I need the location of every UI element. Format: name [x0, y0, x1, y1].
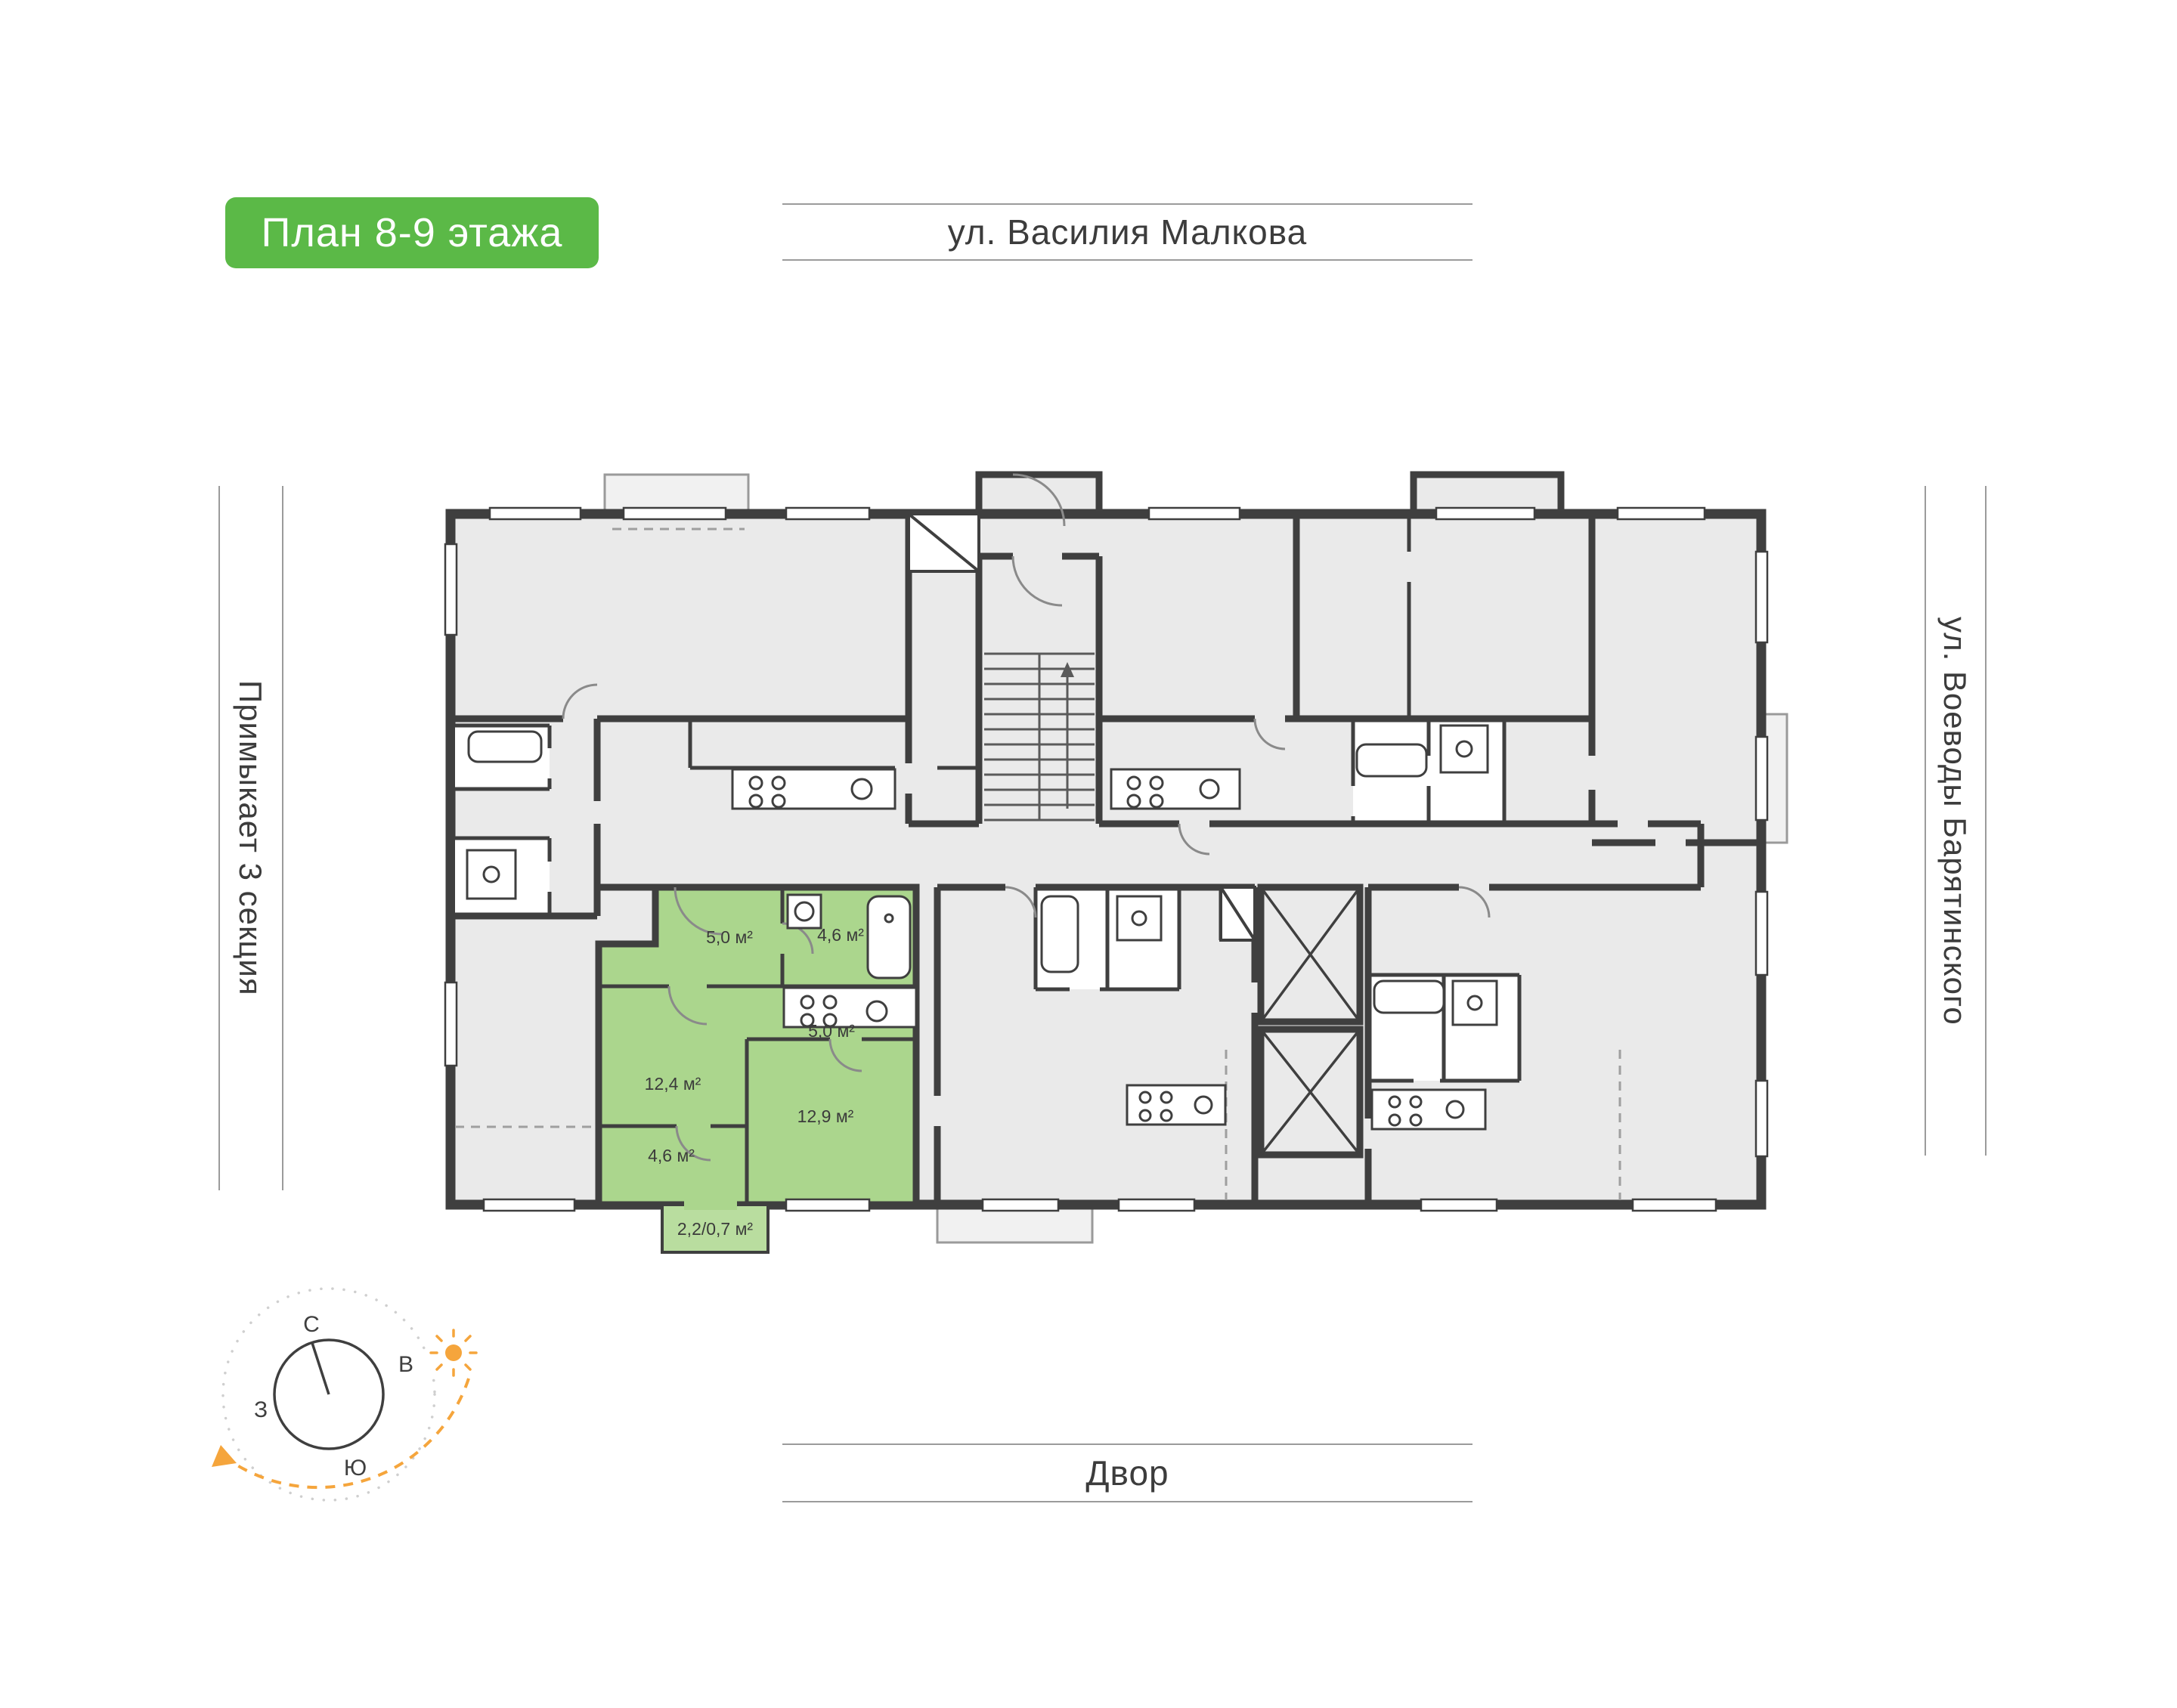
divider-line: [1985, 486, 1987, 1156]
duct-shafts: [907, 512, 1256, 942]
apartment-highlighted[interactable]: [595, 883, 920, 1208]
washer-icon: [786, 893, 822, 930]
street-bottom-label: Двор: [1085, 1453, 1169, 1493]
bathtub-icon: [866, 895, 912, 979]
kitchen-counter: [1370, 1088, 1487, 1131]
sun-icon: [429, 1329, 478, 1377]
street-left-label: Примыкает 3 секция: [233, 680, 268, 996]
compass-north-label: С: [303, 1312, 320, 1337]
street-right-label: ул. Воеводы Барятинского: [1937, 616, 1973, 1026]
divider-line: [282, 486, 283, 1190]
room-area-label: 4,6 м²: [817, 925, 864, 945]
bathtub-icon: [1373, 979, 1445, 1014]
sink-icon: [866, 1000, 888, 1023]
divider-line: [782, 1501, 1472, 1502]
room-area-label: 4,6 м²: [648, 1146, 695, 1165]
room-area-labels: 5,0 м² 4,6 м² 5,0 м² 12,4 м² 12,9 м² 4,6…: [645, 925, 865, 1239]
divider-line: [218, 486, 220, 1190]
sink-icon: [1445, 1100, 1465, 1119]
elevator-shafts: [1259, 886, 1361, 1156]
street-top: ул. Василия Малкова: [782, 203, 1472, 261]
street-top-label: ул. Василия Малкова: [947, 212, 1308, 252]
sink-icon: [1194, 1095, 1213, 1115]
room-area-label: 5,0 м²: [808, 1021, 855, 1041]
divider-line: [782, 259, 1472, 261]
room-area-label: 12,9 м²: [797, 1106, 854, 1126]
divider-line: [782, 203, 1472, 205]
compass: С В Ю З: [212, 1287, 482, 1502]
floor-plan-badge: План 8-9 этажа: [225, 197, 599, 268]
compass-south-label: Ю: [344, 1456, 367, 1481]
room-area-label: 5,0 м²: [706, 927, 753, 947]
bathtub-icon: [1040, 895, 1079, 973]
sun-path-arrowhead: [212, 1445, 237, 1467]
compass-west-label: З: [254, 1397, 268, 1422]
room-area-label: 2,2/0,7 м²: [677, 1219, 754, 1239]
interior-walls-thick: [451, 514, 1761, 1205]
bathtub-icon: [1355, 743, 1428, 778]
divider-line: [1925, 486, 1926, 1156]
compass-east-label: В: [398, 1352, 413, 1377]
sink-icon: [850, 778, 873, 800]
windows: [444, 506, 1769, 1212]
bathtub-icon: [467, 730, 543, 763]
stairwell: [984, 652, 1095, 822]
room-area-label: 12,4 м²: [645, 1074, 701, 1094]
sun-path-arc: [225, 1378, 470, 1490]
apartment-balcony[interactable]: [661, 1203, 770, 1254]
fixtures: [466, 724, 1498, 1131]
door-arcs: [562, 473, 1491, 1162]
compass-needle: [311, 1342, 330, 1395]
street-bottom: Двор: [782, 1443, 1472, 1502]
compass-dotted-ring: [221, 1287, 436, 1502]
balcony-door-opening: [684, 1200, 737, 1210]
sink-icon: [1199, 778, 1220, 800]
dashed-zone-lines: [455, 528, 1621, 1200]
stairs-direction-arrow: [1061, 662, 1074, 677]
divider-line: [782, 1443, 1472, 1445]
